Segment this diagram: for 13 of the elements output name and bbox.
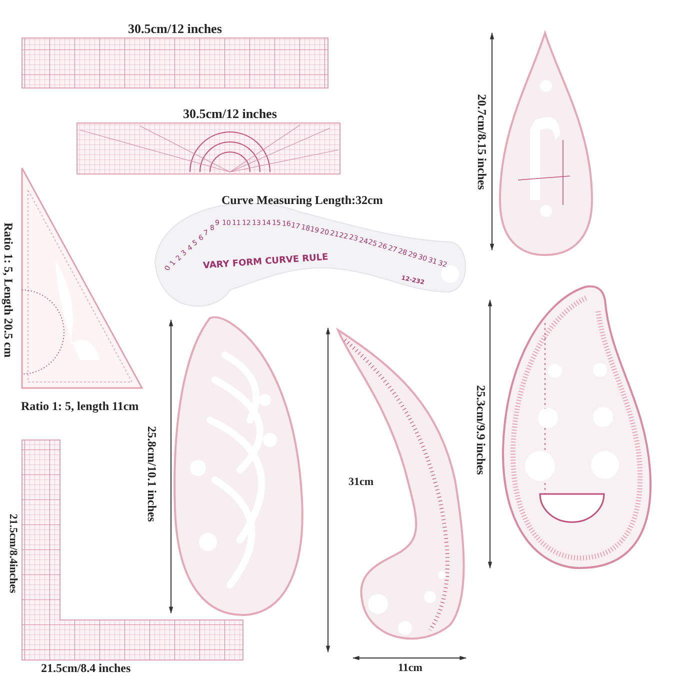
- dimension-label: Ratio 1: 5, Length 20.5 cm: [2, 222, 14, 358]
- dimension-label: 11cm: [398, 662, 422, 674]
- printed-ruler-text: VARY FORM CURVE RULE: [202, 253, 328, 271]
- dimension-label: 25.3cm/9.9 inches: [474, 385, 487, 475]
- dimension-label: Ratio 1: 5, length 11cm: [21, 400, 139, 412]
- dimension-label: 25.8cm/10.1 inches: [146, 426, 158, 522]
- dimension-label: 30.5cm/12 inches: [128, 22, 222, 34]
- dimension-label: Curve Measuring Length:32cm: [222, 194, 383, 206]
- dimension-label: 31cm: [348, 476, 374, 488]
- dimension-label: 20.7cm/8.15 inches: [476, 94, 488, 190]
- dimension-label: 30.5cm/12 inches: [183, 106, 277, 120]
- dimension-label: 21.5cm/8.4inches: [6, 513, 18, 593]
- dimension-label: 21.5cm/8.4 inches: [41, 662, 131, 674]
